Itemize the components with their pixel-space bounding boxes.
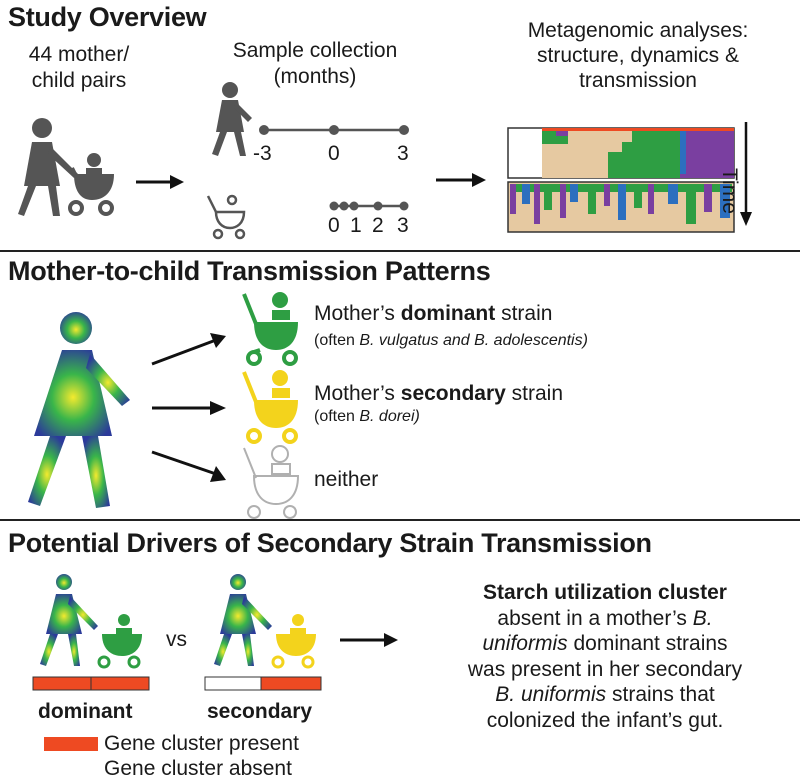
analyses-label-line2: structure, dynamics & xyxy=(537,44,739,67)
mother-tick-label: 0 xyxy=(328,142,340,165)
timepoint-dot xyxy=(373,201,383,211)
arrow-icon xyxy=(340,633,398,647)
mother-tick-label: -3 xyxy=(253,142,272,165)
cluster-line: B. uniformis strains that xyxy=(495,683,715,706)
arrow-icon xyxy=(151,333,226,366)
section-divider xyxy=(0,250,800,252)
pairs-label: 44 mother/ child pairs xyxy=(4,42,154,94)
mother-gradient-icon xyxy=(28,312,130,508)
mother-tick-label: 3 xyxy=(397,142,409,165)
pairs-label-line1: 44 mother/ xyxy=(28,43,130,66)
child-tick-label: 2 xyxy=(372,214,384,237)
secondary-label: secondary xyxy=(207,700,313,723)
child-tick-label: 3 xyxy=(397,214,409,237)
analyses-label-line1: Metagenomic analyses: xyxy=(527,19,749,42)
dominant-strain-label: Mother’s dominant strain xyxy=(314,302,553,325)
child-abundance-panel xyxy=(507,181,735,233)
secondary-gene-bar xyxy=(204,676,322,691)
timepoint-dot xyxy=(259,125,269,135)
yellow-stroller-icon xyxy=(242,370,298,444)
time-arrow-icon xyxy=(740,122,752,226)
arrow-icon xyxy=(136,175,184,189)
abundance-bars xyxy=(507,127,735,233)
mother-green-child-icon xyxy=(40,574,142,669)
study-overview-title: Study Overview xyxy=(8,2,207,32)
timepoint-dot xyxy=(329,201,339,211)
secondary-strain-label: Mother’s secondary strain xyxy=(314,382,564,405)
dominant-gene-bar xyxy=(32,676,150,691)
neither-label: neither xyxy=(314,468,379,491)
vs-label: vs xyxy=(166,628,187,651)
cluster-line: was present in her secondary xyxy=(467,657,743,681)
legend-absent-label: Gene cluster absent xyxy=(104,757,292,780)
child-tick-label: 1 xyxy=(350,214,362,237)
timepoint-dot xyxy=(329,125,339,135)
mother-abundance-panel xyxy=(507,127,735,179)
collection-label-line1: Sample collection xyxy=(232,39,398,62)
stroller-icon xyxy=(206,194,246,240)
analyses-label-line3: transmission xyxy=(579,69,697,92)
dominant-strain-note: (often B. vulgatus and B. adolescentis) xyxy=(314,332,588,349)
timepoint-dot xyxy=(399,201,409,211)
time-label: Time xyxy=(718,168,741,214)
legend-present-swatch xyxy=(44,737,98,751)
cluster-line: absent in a mother’s B. xyxy=(497,606,713,630)
mother-yellow-child-icon xyxy=(214,574,316,669)
collection-label-line2: (months) xyxy=(273,65,357,88)
green-stroller-icon xyxy=(242,292,298,366)
cluster-line: uniformis dominant strains xyxy=(482,632,728,655)
collection-label: Sample collection (months) xyxy=(200,38,430,90)
child-timeline xyxy=(329,201,409,211)
mother-icon xyxy=(212,82,252,156)
drivers-title: Potential Drivers of Secondary Strain Tr… xyxy=(8,528,652,558)
section-divider xyxy=(0,519,800,521)
cluster-description: Starch utilization cluster absent in a m… xyxy=(420,580,790,733)
outline-stroller-icon xyxy=(243,445,300,519)
analyses-label: Metagenomic analyses: structure, dynamic… xyxy=(478,18,798,93)
timepoint-dot xyxy=(339,201,349,211)
arrow-icon xyxy=(152,401,226,415)
cluster-line: colonized the infant’s gut. xyxy=(486,708,724,732)
timepoint-dot xyxy=(399,125,409,135)
pairs-label-line2: child pairs xyxy=(31,69,127,92)
mother-with-stroller-icon xyxy=(18,118,114,216)
secondary-strain-note: (often B. dorei) xyxy=(314,408,420,425)
arrow-icon xyxy=(151,450,226,482)
timepoint-dot xyxy=(349,201,359,211)
dominant-label: dominant xyxy=(38,700,133,723)
transmission-title: Mother-to-child Transmission Patterns xyxy=(8,256,491,286)
child-tick-label: 0 xyxy=(328,214,340,237)
cluster-title: Starch utilization cluster xyxy=(483,581,727,604)
legend-absent-swatch xyxy=(44,761,98,775)
mother-timeline xyxy=(259,125,409,135)
arrow-icon xyxy=(436,173,486,187)
legend-present-label: Gene cluster present xyxy=(104,732,299,755)
